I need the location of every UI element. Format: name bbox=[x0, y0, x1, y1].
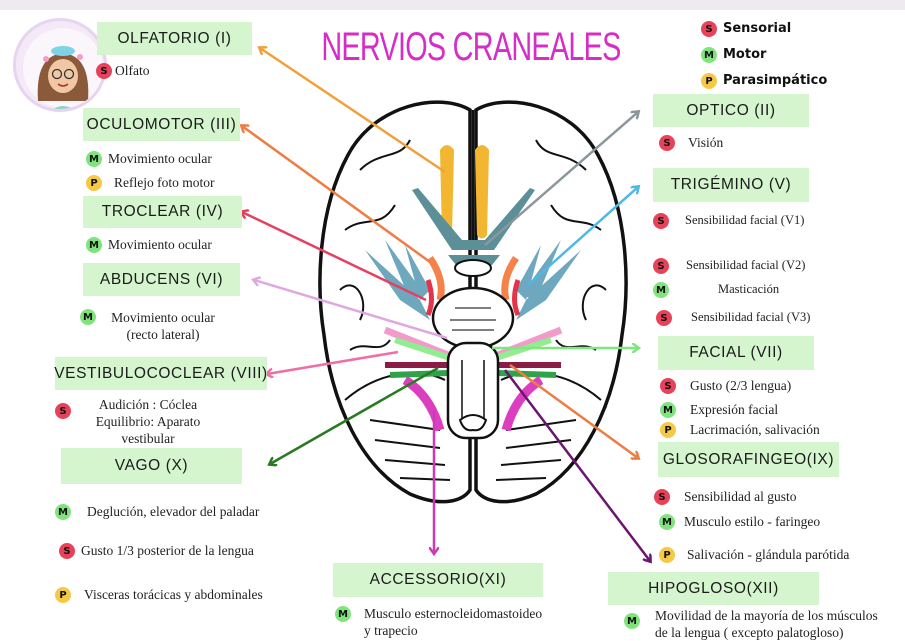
legend-motor-label: Motor bbox=[723, 47, 767, 62]
accesorio-item: Musculo esternocleidomastoideo y trapeci… bbox=[364, 605, 542, 639]
legend-motor-badge: M bbox=[701, 47, 717, 63]
badge-motor: M bbox=[80, 309, 96, 325]
legend-sensorial-badge: S bbox=[701, 21, 717, 37]
trigemino-item-2: Sensibilidad facial (V2) bbox=[686, 258, 806, 272]
arrow-vestibulococlear bbox=[267, 350, 399, 374]
optico-item: Visión bbox=[688, 135, 724, 150]
trigemino-item-3: Masticación bbox=[718, 282, 780, 296]
vestibulococlear-item: Audición : Cóclea Equilibrio: Aparato ve… bbox=[84, 396, 212, 447]
arrow-troclear bbox=[242, 212, 427, 302]
badge-sensorial: S bbox=[654, 489, 670, 505]
abducens-item-line-2: (recto lateral) bbox=[126, 327, 200, 342]
top-band bbox=[0, 0, 905, 10]
nerve-box-accesorio: ACCESSORIO(XI) bbox=[333, 563, 543, 597]
accesorio-line-2: y trapecio bbox=[364, 623, 418, 638]
legend-parasimpatico-badge: P bbox=[701, 73, 717, 89]
nerve-box-trigemino: TRIGÉMINO (V) bbox=[653, 168, 809, 202]
badge-motor: M bbox=[624, 613, 640, 629]
nerve-box-abducens: ABDUCENS (VI) bbox=[83, 263, 240, 296]
nerve-box-vestibulococlear: VESTIBULOCOCLEAR (VIII) bbox=[54, 357, 267, 390]
nerve-box-glosofaringeo: GLOSORAFINGEO(IX) bbox=[658, 442, 839, 477]
nerve-box-troclear: TROCLEAR (IV) bbox=[83, 196, 242, 228]
legend-sensorial-label: Sensorial bbox=[723, 21, 792, 36]
nerve-box-oculomotor: OCULOMOTOR (III) bbox=[83, 108, 240, 141]
olfatorio-item: Olfato bbox=[115, 63, 150, 78]
trigemino-item-4: Sensibilidad facial (V3) bbox=[691, 310, 811, 324]
hipogloso-line-2: de la lengua ( excepto palatogloso) bbox=[655, 625, 844, 640]
badge-motor: M bbox=[86, 237, 102, 253]
badge-sensorial: S bbox=[659, 135, 675, 151]
badge-motor: M bbox=[335, 606, 351, 622]
page-title: NERVIOS CRANEALES bbox=[321, 25, 621, 69]
badge-sensorial: S bbox=[653, 258, 669, 274]
badge-sensorial: S bbox=[55, 403, 71, 419]
vestibulococlear-line-2: Equilibrio: Aparato bbox=[95, 414, 201, 429]
oculomotor-item-2: Reflejo foto motor bbox=[114, 175, 215, 190]
abducens-item-line-1: Movimiento ocular bbox=[111, 310, 215, 325]
logo bbox=[13, 18, 107, 112]
arrow-trigemino bbox=[527, 187, 638, 286]
vestibulococlear-line-1: Audición : Cóclea bbox=[98, 397, 198, 412]
badge-sensorial: S bbox=[59, 543, 75, 559]
trigemino-item-1: Sensibilidad facial (V1) bbox=[685, 213, 805, 227]
arrow-abducens bbox=[254, 280, 448, 340]
arrow-oculomotor bbox=[242, 126, 431, 264]
arrow-vago bbox=[270, 366, 439, 464]
abducens-item: Movimiento ocular (recto lateral) bbox=[100, 309, 226, 343]
vago-item-2: Gusto 1/3 posterior de la lengua bbox=[81, 543, 254, 558]
glosofaringeo-item-2: Musculo estilo - faringeo bbox=[684, 514, 821, 529]
facial-item-1: Gusto (2/3 lengua) bbox=[690, 378, 792, 393]
arrows bbox=[242, 48, 650, 561]
badge-motor: M bbox=[55, 504, 71, 520]
badge-parasimpatico: P bbox=[86, 175, 102, 191]
badge-sensorial: S bbox=[660, 378, 676, 394]
nerve-box-facial: FACIAL (VII) bbox=[658, 336, 814, 370]
hipogloso-line-1: Movilidad de la mayoría de los músculos bbox=[655, 608, 878, 623]
badge-motor: M bbox=[659, 514, 675, 530]
badge-motor: M bbox=[86, 151, 102, 167]
vago-item-3: Visceras torácicas y abdominales bbox=[84, 587, 263, 602]
badge-sensorial: S bbox=[653, 213, 669, 229]
glosofaringeo-item-3: Salivación - glándula parótida bbox=[687, 547, 850, 562]
arrow-olfatorio bbox=[260, 48, 446, 174]
badge-parasimpatico: P bbox=[55, 587, 71, 603]
arrow-optico bbox=[484, 112, 638, 246]
badge-motor: M bbox=[653, 282, 669, 298]
arrow-glosofaringeo bbox=[509, 363, 638, 458]
nerve-box-vago: VAGO (X) bbox=[61, 448, 242, 484]
nerve-shapes bbox=[365, 145, 581, 440]
oculomotor-item-1: Movimiento ocular bbox=[108, 151, 212, 166]
troclear-item: Movimiento ocular bbox=[108, 237, 212, 252]
badge-parasimpatico: P bbox=[660, 422, 676, 438]
badge-parasimpatico: P bbox=[659, 547, 675, 563]
badge-sensorial: S bbox=[656, 310, 672, 326]
legend-parasimpatico-label: Parasimpático bbox=[723, 73, 828, 88]
badge-sensorial: S bbox=[96, 63, 112, 79]
vestibulococlear-line-3: vestibular bbox=[121, 431, 175, 446]
badge-motor: M bbox=[660, 402, 676, 418]
arrow-hipogloso bbox=[504, 369, 650, 561]
vago-item-1: Deglución, elevador del paladar bbox=[87, 504, 260, 519]
facial-item-3: Lacrimación, salivación bbox=[690, 422, 820, 437]
nerve-box-optico: OPTICO (II) bbox=[653, 94, 809, 127]
facial-item-2: Expresión facial bbox=[690, 402, 779, 417]
nerve-box-olfatorio: OLFATORIO (I) bbox=[97, 22, 252, 55]
nerve-box-hipogloso: HIPOGLOSO(XII) bbox=[608, 572, 819, 605]
logo-avatar-icon bbox=[23, 28, 103, 109]
accesorio-line-1: Musculo esternocleidomastoideo bbox=[364, 606, 543, 621]
hipogloso-item: Movilidad de la mayoría de los músculos … bbox=[655, 607, 878, 641]
glosofaringeo-item-1: Sensibilidad al gusto bbox=[684, 489, 797, 504]
